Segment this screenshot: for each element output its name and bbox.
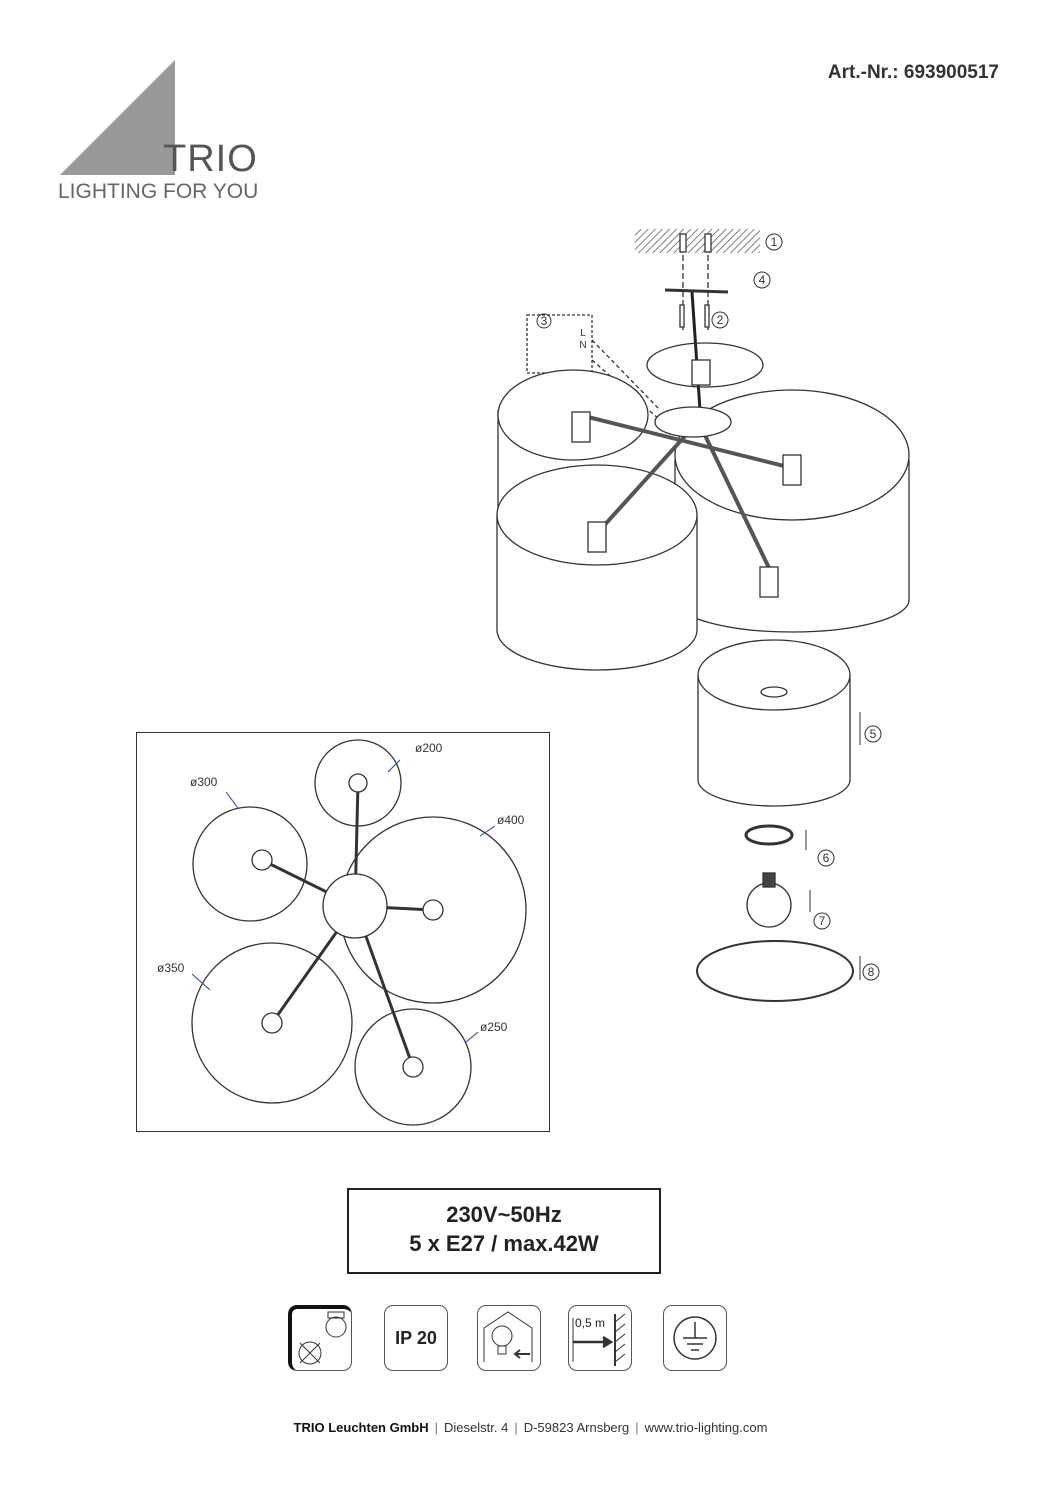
step-6-label: 6 (823, 851, 830, 865)
wire-l-label: L (580, 328, 586, 339)
trio-logo-triangle (60, 60, 175, 175)
protective-earth-icon (663, 1305, 727, 1371)
step-7-label: 7 (819, 914, 826, 928)
step-4-label: 4 (759, 273, 766, 287)
no-ceiling-insulation-icon (288, 1305, 352, 1371)
top-view-diagram: ø200 ø300 ø400 ø350 ø250 (136, 732, 550, 1132)
electrical-spec-box: 230V~50Hz 5 x E27 / max.42W (347, 1188, 661, 1274)
ceiling (635, 229, 760, 253)
city: D-59823 Arnsberg (523, 1420, 630, 1435)
website-link[interactable]: www.trio-lighting.com (644, 1420, 768, 1435)
logo-name: TRIO (163, 138, 258, 180)
step-2-label: 2 (717, 313, 724, 327)
step-5-label: 5 (870, 727, 877, 741)
diameter-300-label: ø300 (190, 775, 218, 789)
diameter-200-label: ø200 (415, 741, 443, 755)
wire-n-label: N (579, 340, 586, 351)
street: Dieselstr. 4 (444, 1420, 509, 1435)
step-8-label: 8 (868, 965, 875, 979)
step-1-label: 1 (771, 235, 778, 249)
min-distance-icon: 0,5 m (568, 1305, 632, 1371)
distance-label: 0,5 m (575, 1316, 606, 1330)
diameter-250-label: ø250 (480, 1020, 508, 1034)
ip20-icon: IP 20 (384, 1305, 448, 1371)
diameter-400-label: ø400 (497, 813, 525, 827)
company-name: TRIO Leuchten GmbH (293, 1420, 429, 1435)
assembly-diagram: 1 2 3 4 5 6 7 8 L N (496, 229, 910, 1002)
indoor-use-icon (477, 1305, 541, 1371)
diameter-350-label: ø350 (157, 961, 185, 975)
logo-tagline: LIGHTING FOR YOU (58, 180, 259, 203)
bulb-spec: 5 x E27 / max.42W (409, 1231, 599, 1256)
step-3-label: 3 (541, 314, 548, 328)
voltage-spec: 230V~50Hz (446, 1202, 562, 1227)
article-number: Art.-Nr.: 693900517 (827, 62, 999, 83)
footer: TRIO Leuchten GmbH|Dieselstr. 4|D-59823 … (293, 1420, 768, 1435)
